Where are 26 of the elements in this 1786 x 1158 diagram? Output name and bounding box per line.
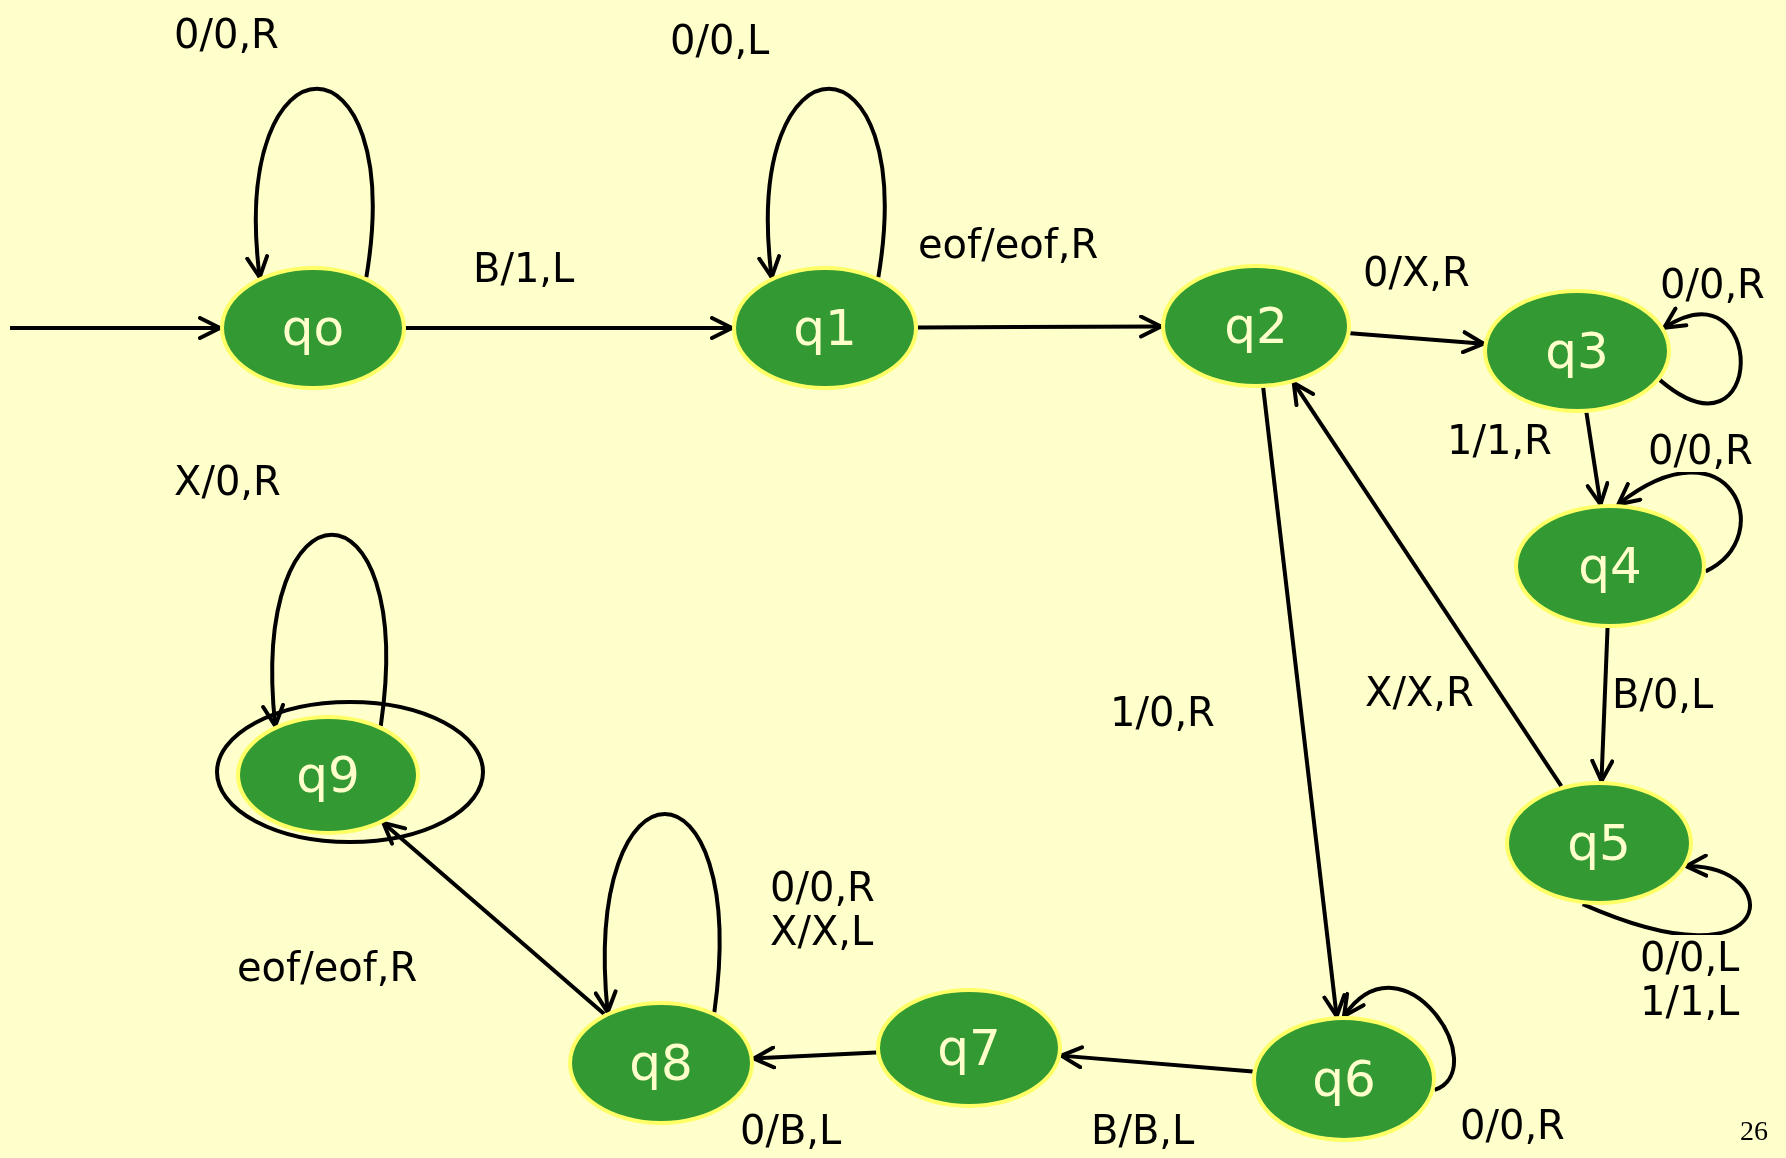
state-label: q8	[629, 1038, 693, 1088]
transition-arrow	[1584, 412, 1610, 507]
state-label: q2	[1224, 301, 1288, 351]
self-loop-arrow	[262, 533, 388, 728]
self-loop-arrow	[1342, 986, 1456, 1092]
transition-arrow	[406, 316, 734, 340]
state-label: q6	[1312, 1054, 1376, 1104]
self-loop-arrow	[1581, 855, 1752, 938]
state-label: qo	[281, 303, 345, 353]
start-arrow	[10, 316, 222, 340]
transition-arrow	[1590, 627, 1615, 783]
self-loop-arrow	[1616, 470, 1743, 574]
state-ellipse	[236, 715, 420, 835]
state-label: q9	[296, 750, 360, 800]
state-label: q7	[937, 1023, 1001, 1073]
transition-arrow	[1261, 387, 1347, 1019]
state-label: q4	[1578, 541, 1642, 591]
state-label: q3	[1545, 326, 1609, 376]
self-loop-arrow	[594, 812, 722, 1015]
self-loop-arrow	[246, 87, 375, 280]
transition-arrow	[381, 820, 606, 1016]
state-label: q1	[793, 303, 857, 353]
state-label: q5	[1567, 818, 1631, 868]
self-loop-arrow	[758, 87, 887, 280]
page-number: 26	[1740, 1115, 1768, 1147]
transition-arrow	[918, 314, 1163, 339]
